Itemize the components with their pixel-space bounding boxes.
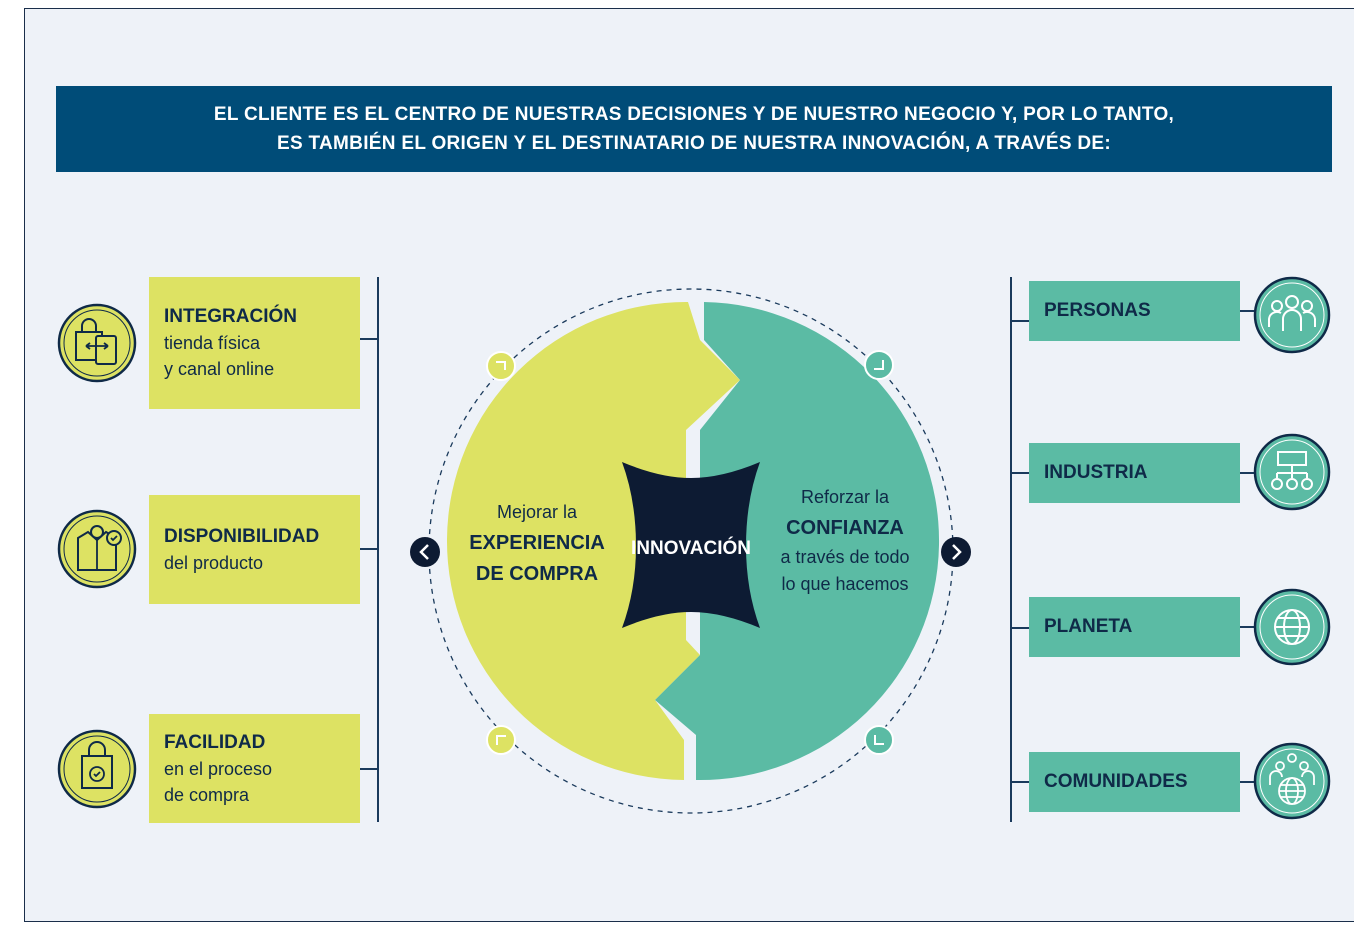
experiencia-bold-2: DE COMPRA [476,563,598,585]
facilidad-line-2: de compra [164,784,250,805]
comunidades-label: COMUNIDADES [1044,771,1188,792]
chevron-right-icon [941,537,971,567]
community-globe-icon [1253,742,1331,820]
left-connector-3 [360,768,378,770]
comunidades-icon-link [1240,781,1254,783]
corner-marker-top-left [486,351,516,381]
left-connector-1 [360,338,378,340]
industria-label: INDUSTRIA [1044,462,1148,483]
personas-label: PERSONAS [1044,300,1151,321]
corner-marker-bottom-right [864,725,894,755]
right-connector-2 [1010,472,1030,474]
personas-icon-link [1240,310,1254,312]
confianza-post-2: lo que hacemos [781,574,908,594]
disponibilidad-title: DISPONIBILIDAD [164,525,320,547]
innovation-circle-diagram: INNOVACIÓN Mejorar la EXPERIENCIA DE COM… [410,288,971,814]
corner-marker-bottom-left [486,725,516,755]
right-connector-4 [1010,781,1030,783]
right-connector-3 [1010,627,1030,629]
integracion-title: INTEGRACIÓN [164,306,297,327]
experiencia-pre: Mejorar la [497,502,578,522]
experiencia-half [446,301,740,780]
planeta-label: PLANETA [1044,616,1133,637]
right-connector-1 [1010,320,1030,322]
planeta-icon-link [1240,626,1254,628]
integracion-line-1: tienda física [164,333,261,353]
header-banner: EL CLIENTE ES EL CENTRO DE NUESTRAS DECI… [56,86,1332,172]
comunidades-box: COMUNIDADES [1029,752,1240,812]
bag-check-icon [57,729,137,809]
shirt-check-icon [57,509,137,589]
org-chart-icon [1253,433,1331,511]
corner-marker-top-right [864,350,894,380]
banner-line-1: EL CLIENTE ES EL CENTRO DE NUESTRAS DECI… [213,104,1175,125]
industria-box: INDUSTRIA [1029,443,1240,503]
left-connector-line [377,277,379,822]
globe-icon [1253,588,1331,666]
left-connector-2 [360,548,378,550]
planeta-box: PLANETA [1029,597,1240,657]
facilidad-title: FACILIDAD [164,731,266,753]
disponibilidad-box: DISPONIBILIDAD del producto [149,495,360,604]
right-connector-line [1010,277,1012,822]
confianza-bold: CONFIANZA [786,517,904,539]
facilidad-line-1: en el proceso [164,758,273,779]
facilidad-box: FACILIDAD en el proceso de compra [149,714,360,823]
disponibilidad-line-1: del producto [164,552,264,573]
chevron-left-icon [410,537,440,567]
industria-icon-link [1240,472,1254,474]
people-group-icon [1253,276,1331,354]
integracion-line-2: y canal online [164,359,275,379]
confianza-pre: Reforzar la [801,487,890,507]
experiencia-bold-1: EXPERIENCIA [469,532,605,554]
innovacion-label: INNOVACIÓN [631,537,751,559]
shopping-bag-tablet-icon [57,303,137,383]
innovacion-core [622,462,760,628]
integracion-box: INTEGRACIÓN tienda física y canal online [149,277,360,409]
confianza-half [655,302,940,781]
banner-line-2: ES TAMBIÉN EL ORIGEN Y EL DESTINATARIO D… [277,133,1111,154]
personas-box: PERSONAS [1029,281,1240,341]
confianza-post-1: a través de todo [780,547,909,567]
